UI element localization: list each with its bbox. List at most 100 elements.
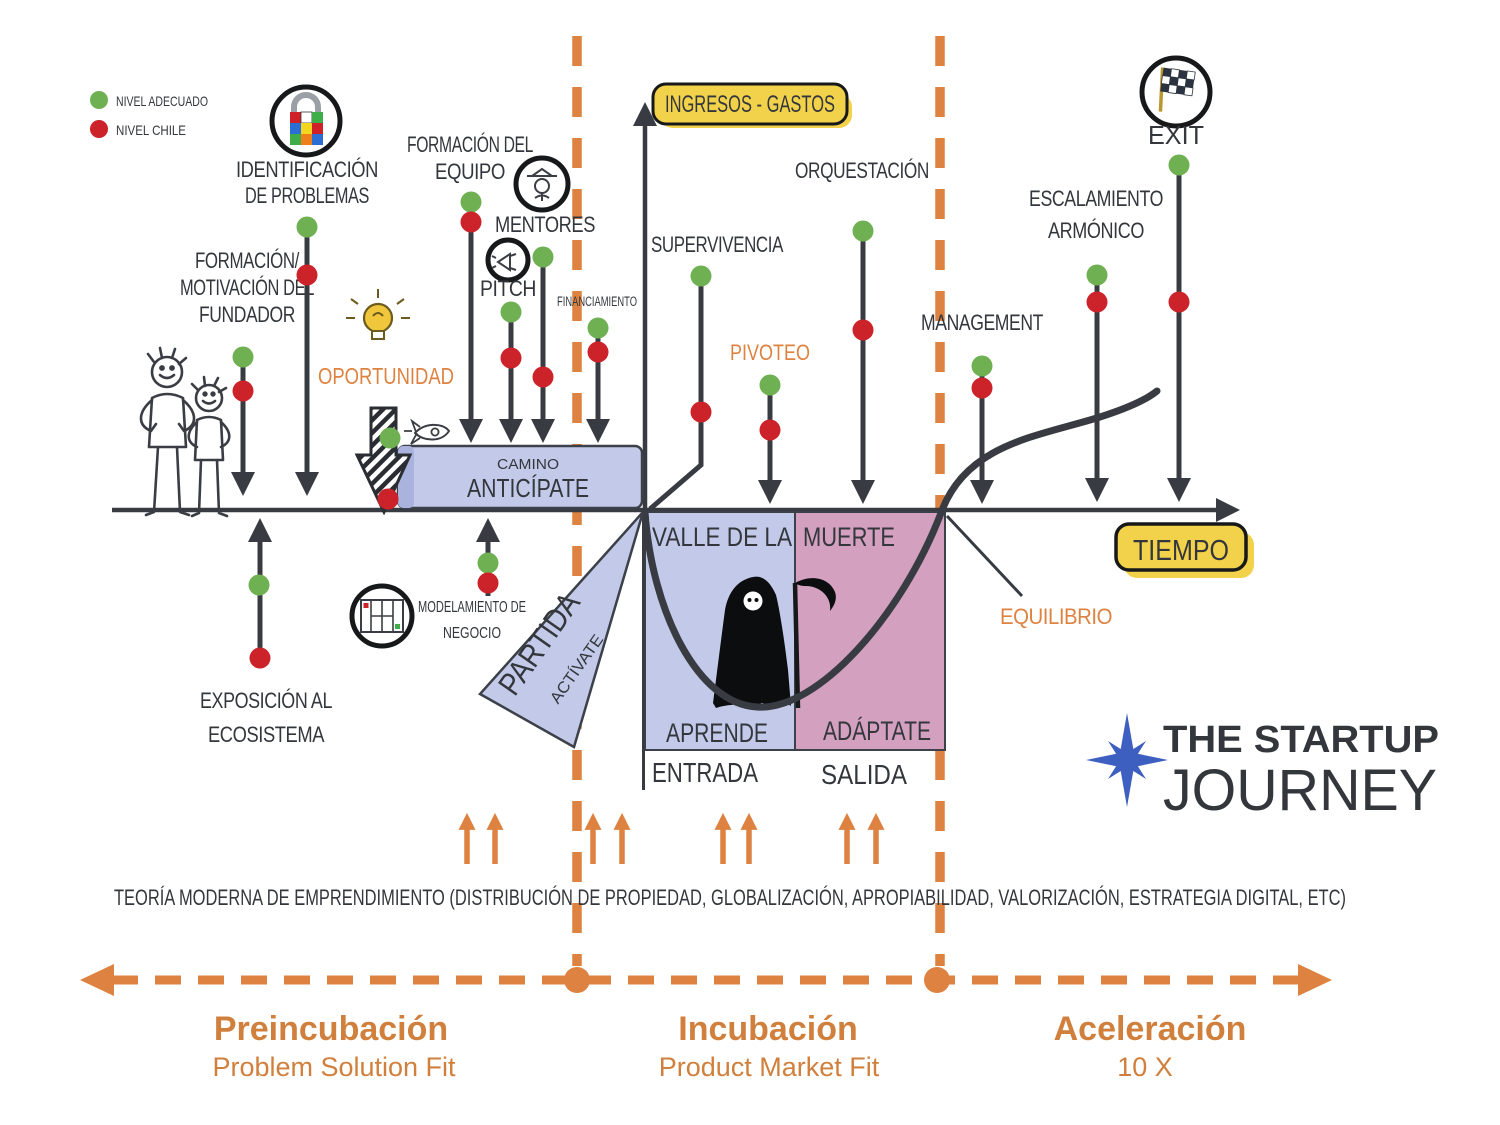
revenue-curve [641, 387, 1161, 711]
theory-note: TEORÍA MODERNA DE EMPRENDIMIENTO (DISTRI… [114, 885, 1346, 910]
milestone-oportunidad: OPORTUNIDAD [318, 289, 454, 516]
level-dot-green [1086, 264, 1108, 286]
milestone-label: NEGOCIO [443, 625, 501, 642]
level-dot-red [1168, 291, 1190, 313]
level-dot-green [477, 552, 499, 574]
level-dot-red [500, 347, 522, 369]
level-dot-red [587, 341, 609, 363]
valley-label-muerte: MUERTE [803, 522, 895, 552]
milestone-label: MODELAMIENTO DE [418, 599, 526, 616]
grim-reaper-illustration [713, 576, 836, 709]
partida-activate-wedge: PARTIDA ACTÍVATE [478, 511, 645, 749]
valley-label-entrada: ENTRADA [652, 757, 758, 788]
milestone-escalamiento: ESCALAMIENTO ARMÓNICO [1029, 186, 1164, 502]
milestone-mentores: MENTORES [495, 155, 596, 443]
canvas-glyph [360, 599, 404, 633]
banner-label-anticipate: ANTICÍPATE [467, 473, 589, 503]
milestone-orquestacion: ORQUESTACIÓN [795, 158, 930, 504]
level-dot-red [296, 264, 318, 286]
phase-axis-right-arrow-icon [1298, 964, 1332, 996]
phase-subtitle: Problem Solution Fit [212, 1052, 456, 1082]
level-dot-red [1086, 291, 1108, 313]
level-dot-red [971, 377, 993, 399]
rocket-icon [404, 418, 451, 445]
equilibrio-label: EQUILIBRIO [1000, 604, 1112, 629]
milestone-pivoteo: PIVOTEO [730, 340, 810, 504]
milestone-label: ECOSISTEMA [208, 722, 325, 747]
level-dot-green [460, 191, 482, 213]
rubik-cube-icon [290, 111, 323, 145]
phase-axis-left-arrow-icon [80, 964, 114, 996]
phase-subtitle: Product Market Fit [659, 1052, 880, 1082]
milestone-label: FORMACIÓN DEL [407, 132, 533, 157]
milestone-supervivencia: SUPERVIVENCIA [648, 232, 784, 511]
milestone-label: MENTORES [495, 212, 595, 237]
startup-journey-logo: THE STARTUP JOURNEY [1086, 713, 1439, 823]
y-axis-label-tag: INGRESOS - GASTOS [651, 82, 852, 128]
phase-title: Incubación [678, 1010, 857, 1048]
milestone-label: EXIT [1148, 120, 1204, 150]
level-dot-red [377, 488, 399, 510]
legend-dot-chile [90, 120, 108, 138]
x-axis-tag [1114, 522, 1248, 572]
phase-preincubacion: Preincubación Problem Solution Fit [212, 1010, 456, 1082]
valley-label-salida: SALIDA [821, 759, 907, 790]
milestone-equipo: FORMACIÓN DEL EQUIPO [407, 132, 534, 443]
level-dot-green [500, 301, 522, 323]
level-dot-green [379, 427, 401, 449]
level-dot-green [232, 346, 254, 368]
valley-label-valle: VALLE DE LA [652, 522, 792, 552]
theory-pointer-arrows [458, 812, 885, 864]
milestone-management: MANAGEMENT [921, 310, 1044, 504]
phase-incubacion: Incubación Product Market Fit [659, 1010, 880, 1082]
milestone-label: FUNDADOR [199, 302, 295, 327]
logo-text-bottom: JOURNEY [1163, 758, 1437, 823]
milestone-label: DE PROBLEMAS [245, 183, 369, 208]
milestone-exposicion: EXPOSICIÓN AL ECOSISTEMA [200, 518, 333, 747]
oportunidad-label: OPORTUNIDAD [318, 363, 454, 389]
x-axis-label-tag: TIEMPO [1114, 522, 1254, 578]
level-dot-red [532, 366, 554, 388]
valley-label-adaptate: ADÁPTATE [823, 716, 931, 746]
milestone-label: MOTIVACIÓN DEL [180, 275, 314, 300]
logo-text-top: THE STARTUP [1163, 719, 1439, 761]
legend: NIVEL ADECUADO NIVEL CHILE [90, 91, 208, 138]
milestone-label: ARMÓNICO [1048, 218, 1144, 243]
milestone-label: FINANCIAMIENTO [557, 294, 637, 309]
milestone-fundador: FORMACIÓN/ MOTIVACIÓN DEL FUNDADOR [180, 248, 315, 496]
pivoteo-label: PIVOTEO [730, 340, 810, 365]
level-dot-green [759, 374, 781, 396]
milestone-financiamiento: FINANCIAMIENTO [557, 294, 637, 443]
phase-divider-dot-right [924, 967, 950, 993]
megaphone-icon [485, 237, 531, 283]
phase-subtitle: 10 X [1117, 1052, 1173, 1082]
legend-label-chile: NIVEL CHILE [116, 122, 186, 138]
banner-label-camino: CAMINO [497, 456, 559, 473]
y-axis-tag [651, 82, 849, 126]
equilibrio-pointer-line [945, 514, 1024, 598]
milestone-label: MANAGEMENT [921, 310, 1043, 335]
legend-dot-adequate [90, 91, 108, 109]
milestone-label: IDENTIFICACIÓN [236, 157, 378, 182]
level-dot-red [759, 419, 781, 441]
level-dot-green [248, 574, 270, 596]
valley-label-aprende: APRENDE [666, 718, 768, 748]
mentor-icon [513, 155, 571, 213]
level-dot-red [477, 572, 499, 594]
milestone-modelamiento: MODELAMIENTO DE NEGOCIO [349, 518, 526, 649]
milestone-label: PITCH [480, 276, 536, 301]
level-dot-green [690, 265, 712, 287]
striped-arrow-icon [354, 406, 413, 516]
legend-label-adequate: NIVEL ADECUADO [116, 93, 208, 109]
level-dot-green [971, 355, 993, 377]
level-dot-red [852, 319, 874, 341]
level-dot-green [1168, 154, 1190, 176]
milestone-label: SUPERVIVENCIA [651, 232, 784, 257]
valley-of-death-zone: VALLE DE LA MUERTE APRENDE ADÁPTATE ENTR… [642, 511, 946, 790]
compass-star-diagonals-icon [1108, 741, 1146, 779]
milestone-label: EQUIPO [435, 159, 505, 184]
x-axis-label: TIEMPO [1133, 535, 1229, 567]
milestone-pitch: PITCH [480, 237, 537, 443]
